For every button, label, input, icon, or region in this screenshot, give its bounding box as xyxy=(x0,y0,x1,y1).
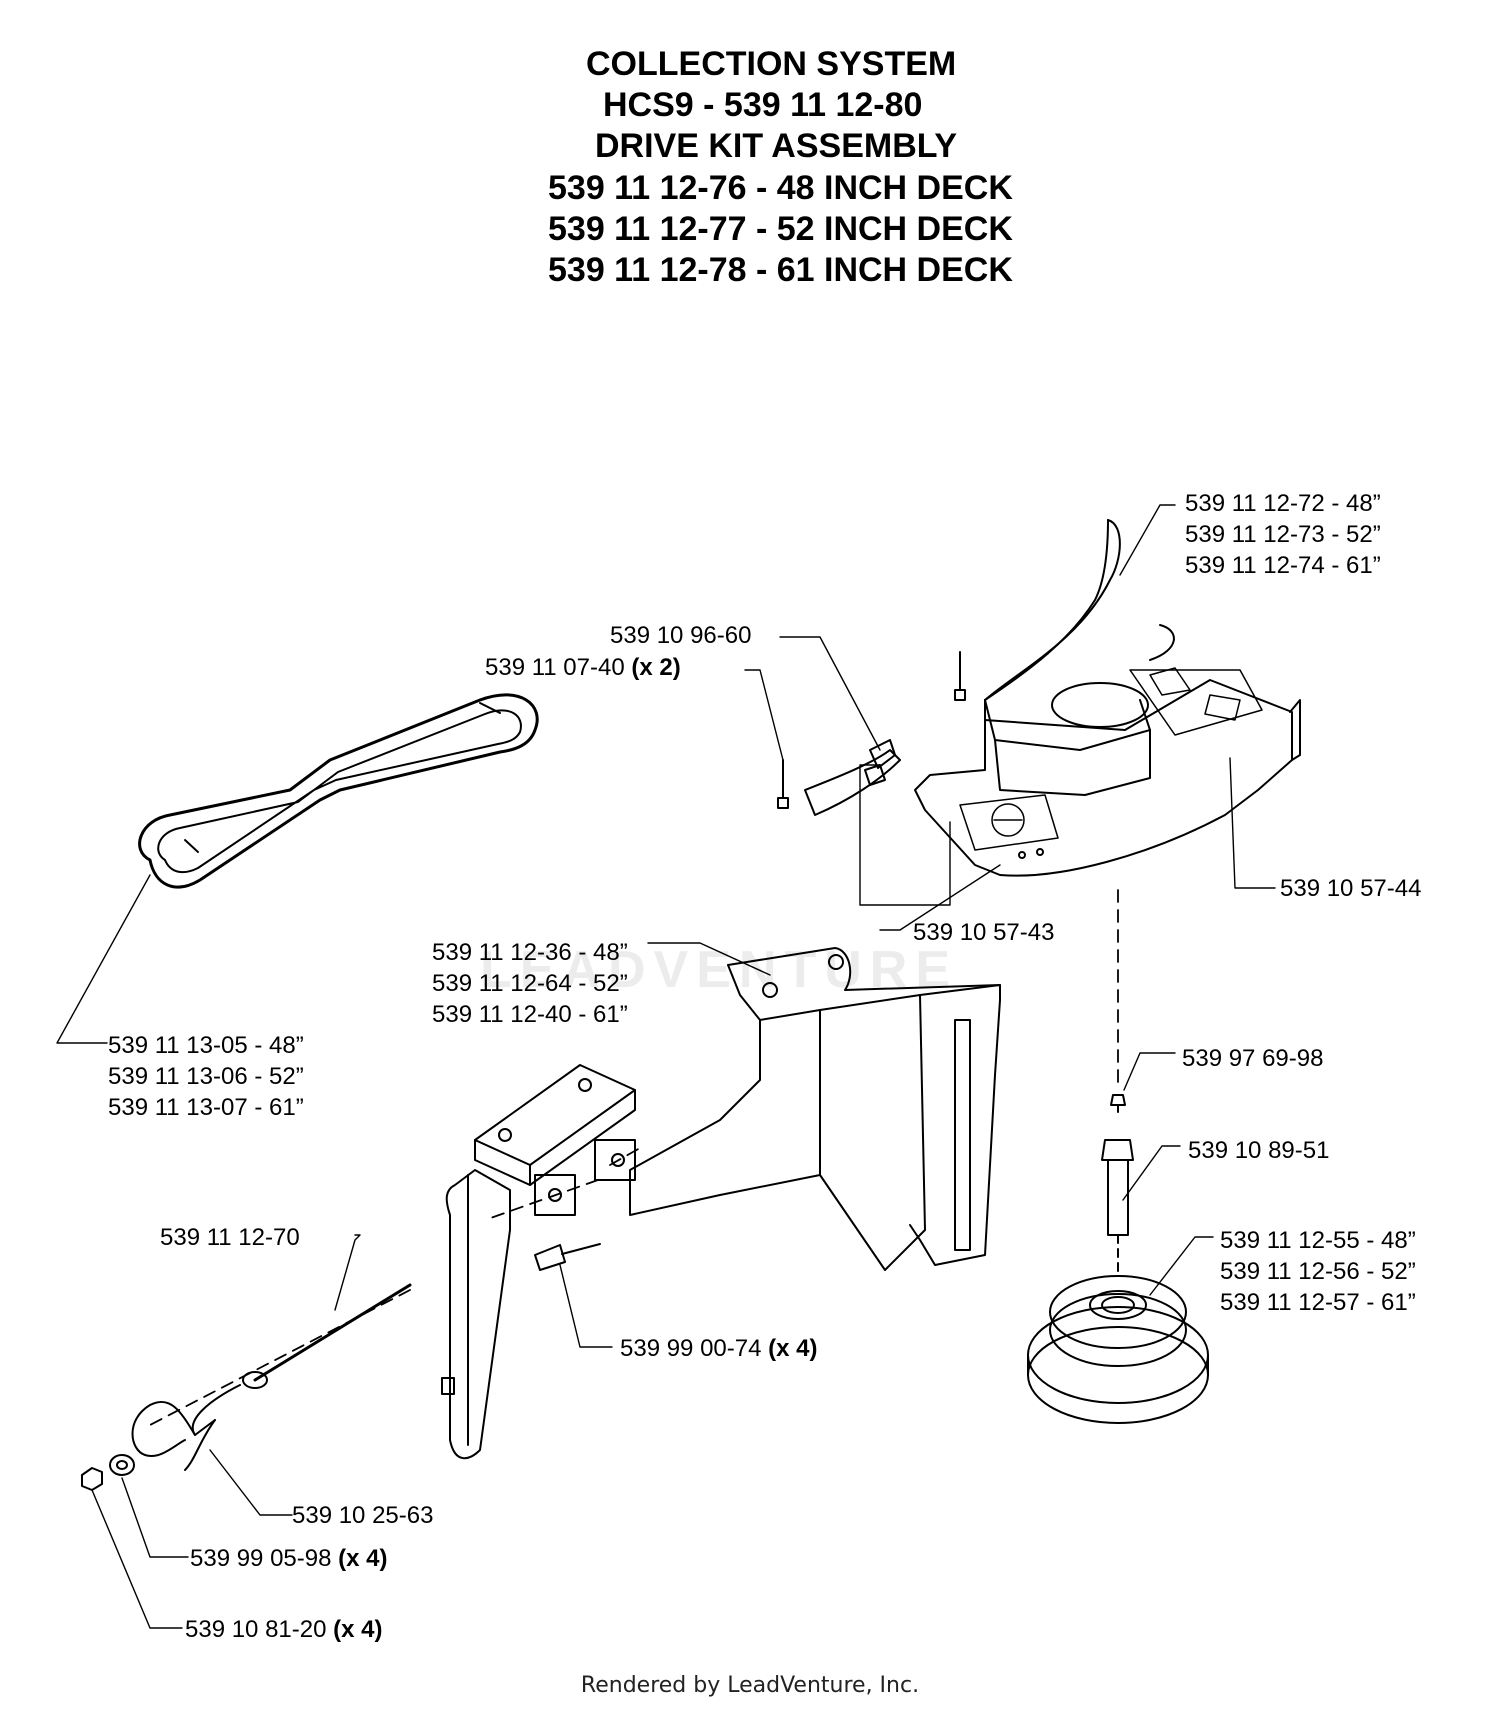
title-line-2: HCS9 - 539 11 12-80 xyxy=(603,86,923,124)
footer-credit: Rendered by LeadVenture, Inc. xyxy=(580,1673,920,1698)
callout-carriage-bolt-qty: (x 4) xyxy=(768,1335,818,1362)
callout-screw: 539 97 69-98 xyxy=(1182,1045,1324,1072)
callout-nut-qty: (x 4) xyxy=(333,1616,383,1643)
callout-decal-44: 539 10 57-44 xyxy=(1280,875,1422,902)
callout-belt-61: 539 11 13-07 - 61” xyxy=(108,1094,304,1121)
callout-bracket-52: 539 11 12-64 - 52” xyxy=(432,970,628,997)
callout-rivet-qty: (x 2) xyxy=(631,654,681,681)
title-line-3: DRIVE KIT ASSEMBLY xyxy=(595,127,958,165)
callout-washer: 539 99 05-98 (x 4) xyxy=(190,1543,388,1574)
callout-belt-48: 539 11 13-05 - 48” xyxy=(108,1032,304,1059)
callout-nut-part: 539 10 81-20 xyxy=(185,1616,327,1643)
callout-bracket-61: 539 11 12-40 - 61” xyxy=(432,1001,628,1028)
title-line-1: COLLECTION SYSTEM xyxy=(586,45,957,83)
title-line-4: 539 11 12-76 - 48 INCH DECK xyxy=(548,169,1013,207)
callout-pulley: 539 11 12-55 - 48” 539 11 12-56 - 52” 53… xyxy=(1220,1225,1416,1318)
callout-carriage-bolt-part: 539 99 00-74 xyxy=(620,1335,762,1362)
callout-cover-61: 539 11 12-74 - 61” xyxy=(1185,552,1381,579)
callout-pulley-61: 539 11 12-57 - 61” xyxy=(1220,1289,1416,1316)
callout-cover: 539 11 12-72 - 48” 539 11 12-73 - 52” 53… xyxy=(1185,488,1381,581)
callout-rivet-part: 539 11 07-40 xyxy=(485,654,625,681)
callout-bracket: 539 11 12-36 - 48” 539 11 12-64 - 52” 53… xyxy=(432,937,628,1030)
title-line-6: 539 11 12-78 - 61 INCH DECK xyxy=(548,251,1013,289)
latch xyxy=(804,739,901,816)
callout-pulley-52: 539 11 12-56 - 52” xyxy=(1220,1258,1416,1285)
callout-washer-part: 539 99 05-98 xyxy=(190,1545,332,1572)
drive-belt xyxy=(138,693,539,889)
callout-latch: 539 10 96-60 xyxy=(610,622,752,649)
callout-lanyard: 539 10 25-63 xyxy=(292,1502,434,1529)
callout-cover-52: 539 11 12-73 - 52” xyxy=(1185,521,1381,548)
callout-rivet: 539 11 07-40 (x 2) xyxy=(485,652,681,683)
carriage-bolt xyxy=(534,1243,601,1271)
callout-pulley-48: 539 11 12-55 - 48” xyxy=(1220,1227,1416,1254)
screw xyxy=(1110,1094,1126,1113)
callout-decal-43: 539 10 57-43 xyxy=(913,919,1055,946)
title-line-5: 539 11 12-77 - 52 INCH DECK xyxy=(548,210,1013,248)
mounting-bracket xyxy=(441,947,1001,1460)
callout-belt-52: 539 11 13-06 - 52” xyxy=(108,1063,304,1090)
callout-carriage-bolt: 539 99 00-74 (x 4) xyxy=(620,1333,818,1364)
callout-washer-qty: (x 4) xyxy=(338,1545,388,1572)
bolt xyxy=(1101,1139,1134,1276)
callout-cover-48: 539 11 12-72 - 48” xyxy=(1185,490,1381,517)
rivets xyxy=(777,651,966,809)
callout-belt: 539 11 13-05 - 48” 539 11 13-06 - 52” 53… xyxy=(108,1030,304,1123)
leader-lines xyxy=(56,504,1276,1629)
callout-bolt: 539 10 89-51 xyxy=(1188,1137,1330,1164)
washer-and-nut xyxy=(81,1454,135,1491)
callout-bracket-48: 539 11 12-36 - 48” xyxy=(432,939,628,966)
callout-rod: 539 11 12-70 xyxy=(160,1224,300,1251)
discharge-cover xyxy=(914,519,1301,877)
callout-nut: 539 10 81-20 (x 4) xyxy=(185,1614,383,1645)
rod-and-lanyard xyxy=(131,1283,412,1471)
decal-543 xyxy=(959,794,1059,859)
pulley xyxy=(1027,1275,1209,1424)
